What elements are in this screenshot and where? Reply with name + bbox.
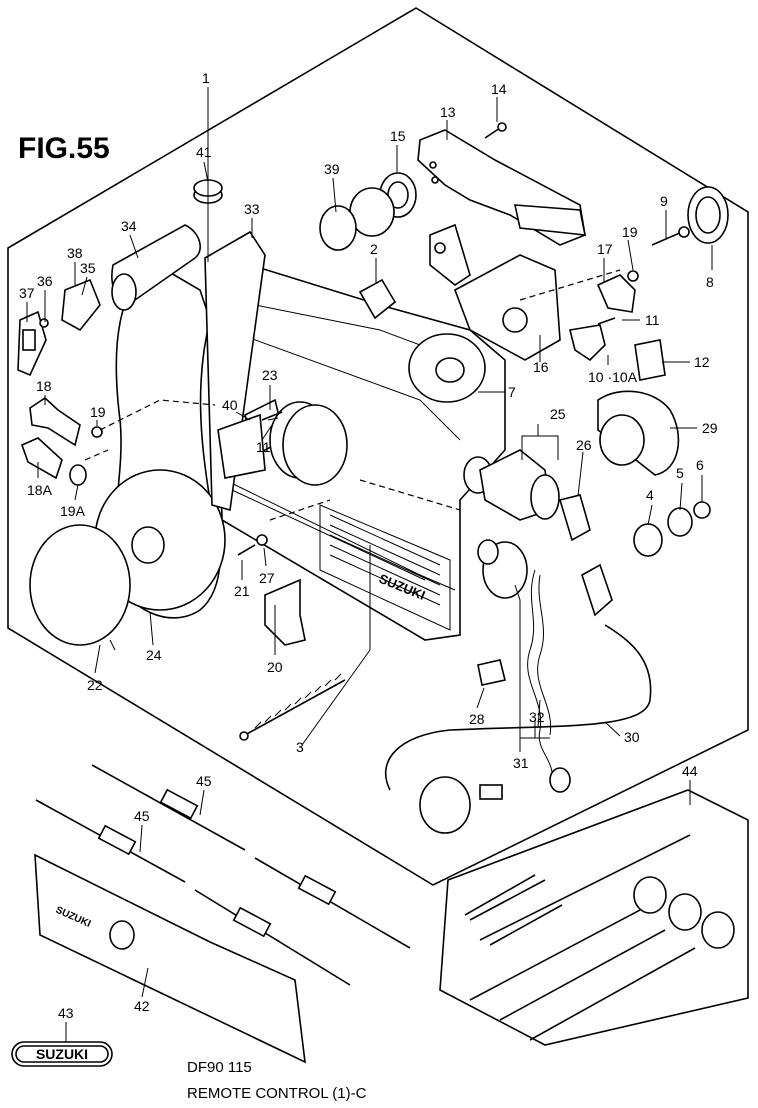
callout-2: 2 bbox=[370, 241, 378, 257]
emblem-text: SUZUKI bbox=[36, 1046, 88, 1062]
callouts: 1 2 3 4 5 6 7 8 9 10 ·10A 11 11 12 13 14… bbox=[19, 70, 718, 1021]
callout-40: 40 bbox=[222, 397, 238, 413]
callout-38: 38 bbox=[67, 245, 83, 261]
callout-11-right: 11 bbox=[645, 312, 660, 328]
washer-27 bbox=[256, 534, 268, 546]
callout-25: 25 bbox=[550, 406, 566, 422]
callout-10-10A: 10 ·10A bbox=[588, 369, 638, 385]
callout-39: 39 bbox=[324, 161, 340, 177]
callout-41: 41 bbox=[196, 144, 212, 160]
side-cover bbox=[29, 524, 131, 651]
callout-24: 24 bbox=[146, 647, 162, 663]
caption-model: DF90 115 bbox=[187, 1059, 252, 1076]
callout-29: 29 bbox=[702, 420, 718, 436]
callout-14: 14 bbox=[491, 81, 507, 97]
accessory-boundary bbox=[439, 789, 749, 1046]
assembly-boundary bbox=[7, 7, 749, 886]
callout-31: 31 bbox=[513, 755, 529, 771]
callout-3: 3 bbox=[296, 739, 304, 755]
callout-21: 21 bbox=[234, 583, 250, 599]
leader-lines bbox=[26, 87, 713, 1042]
left-small-parts bbox=[17, 278, 103, 486]
callout-44: 44 bbox=[682, 763, 698, 779]
callout-37: 37 bbox=[19, 285, 35, 301]
callout-19-right: 19 bbox=[622, 224, 638, 240]
lever-grip bbox=[111, 224, 201, 311]
control-cables bbox=[35, 764, 411, 986]
callout-43: 43 bbox=[58, 1005, 74, 1021]
bracket-20 bbox=[264, 578, 306, 646]
callout-32: 32 bbox=[529, 709, 545, 725]
lanyard-harness bbox=[384, 569, 652, 834]
callout-19A: 19A bbox=[60, 503, 86, 519]
callout-13: 13 bbox=[440, 104, 456, 120]
callout-18: 18 bbox=[36, 378, 52, 394]
callout-5: 5 bbox=[676, 465, 684, 481]
callout-27: 27 bbox=[259, 570, 275, 586]
callout-26: 26 bbox=[576, 437, 592, 453]
callout-9: 9 bbox=[660, 193, 668, 209]
callout-8: 8 bbox=[706, 274, 714, 290]
callout-45-lower: 45 bbox=[134, 808, 150, 824]
callout-20: 20 bbox=[267, 659, 283, 675]
caption-section: REMOTE CONTROL (1)-C bbox=[187, 1085, 367, 1102]
callout-18A: 18A bbox=[27, 482, 53, 498]
callout-36: 36 bbox=[37, 273, 53, 289]
callout-35: 35 bbox=[80, 260, 96, 276]
callout-19-left: 19 bbox=[90, 404, 106, 420]
callout-42: 42 bbox=[134, 998, 150, 1014]
callout-12: 12 bbox=[694, 354, 710, 370]
callout-34: 34 bbox=[121, 218, 137, 234]
suzuki-emblem: SUZUKI bbox=[11, 1041, 113, 1067]
callout-7: 7 bbox=[508, 384, 516, 400]
callout-23: 23 bbox=[262, 367, 278, 383]
accessory-kit bbox=[464, 834, 735, 1041]
assembly-lines bbox=[84, 269, 621, 521]
long-screw bbox=[239, 673, 346, 741]
callout-45-upper: 45 bbox=[196, 773, 212, 789]
figure-title: FIG.55 bbox=[18, 132, 110, 165]
callout-1: 1 bbox=[202, 70, 210, 86]
name-plate: SUZUKI bbox=[34, 853, 306, 1064]
upper-right-parts bbox=[193, 122, 729, 476]
callout-15: 15 bbox=[390, 128, 406, 144]
callout-17: 17 bbox=[597, 241, 613, 257]
callout-11-left: 11 bbox=[256, 439, 271, 455]
callout-28: 28 bbox=[469, 711, 485, 727]
screw-21 bbox=[237, 544, 256, 556]
callout-6: 6 bbox=[696, 457, 704, 473]
callout-22: 22 bbox=[87, 677, 103, 693]
callout-33: 33 bbox=[244, 201, 260, 217]
shift-mechanism bbox=[217, 398, 348, 486]
callout-16: 16 bbox=[533, 359, 549, 375]
callout-4: 4 bbox=[646, 487, 654, 503]
callout-30: 30 bbox=[624, 729, 640, 745]
